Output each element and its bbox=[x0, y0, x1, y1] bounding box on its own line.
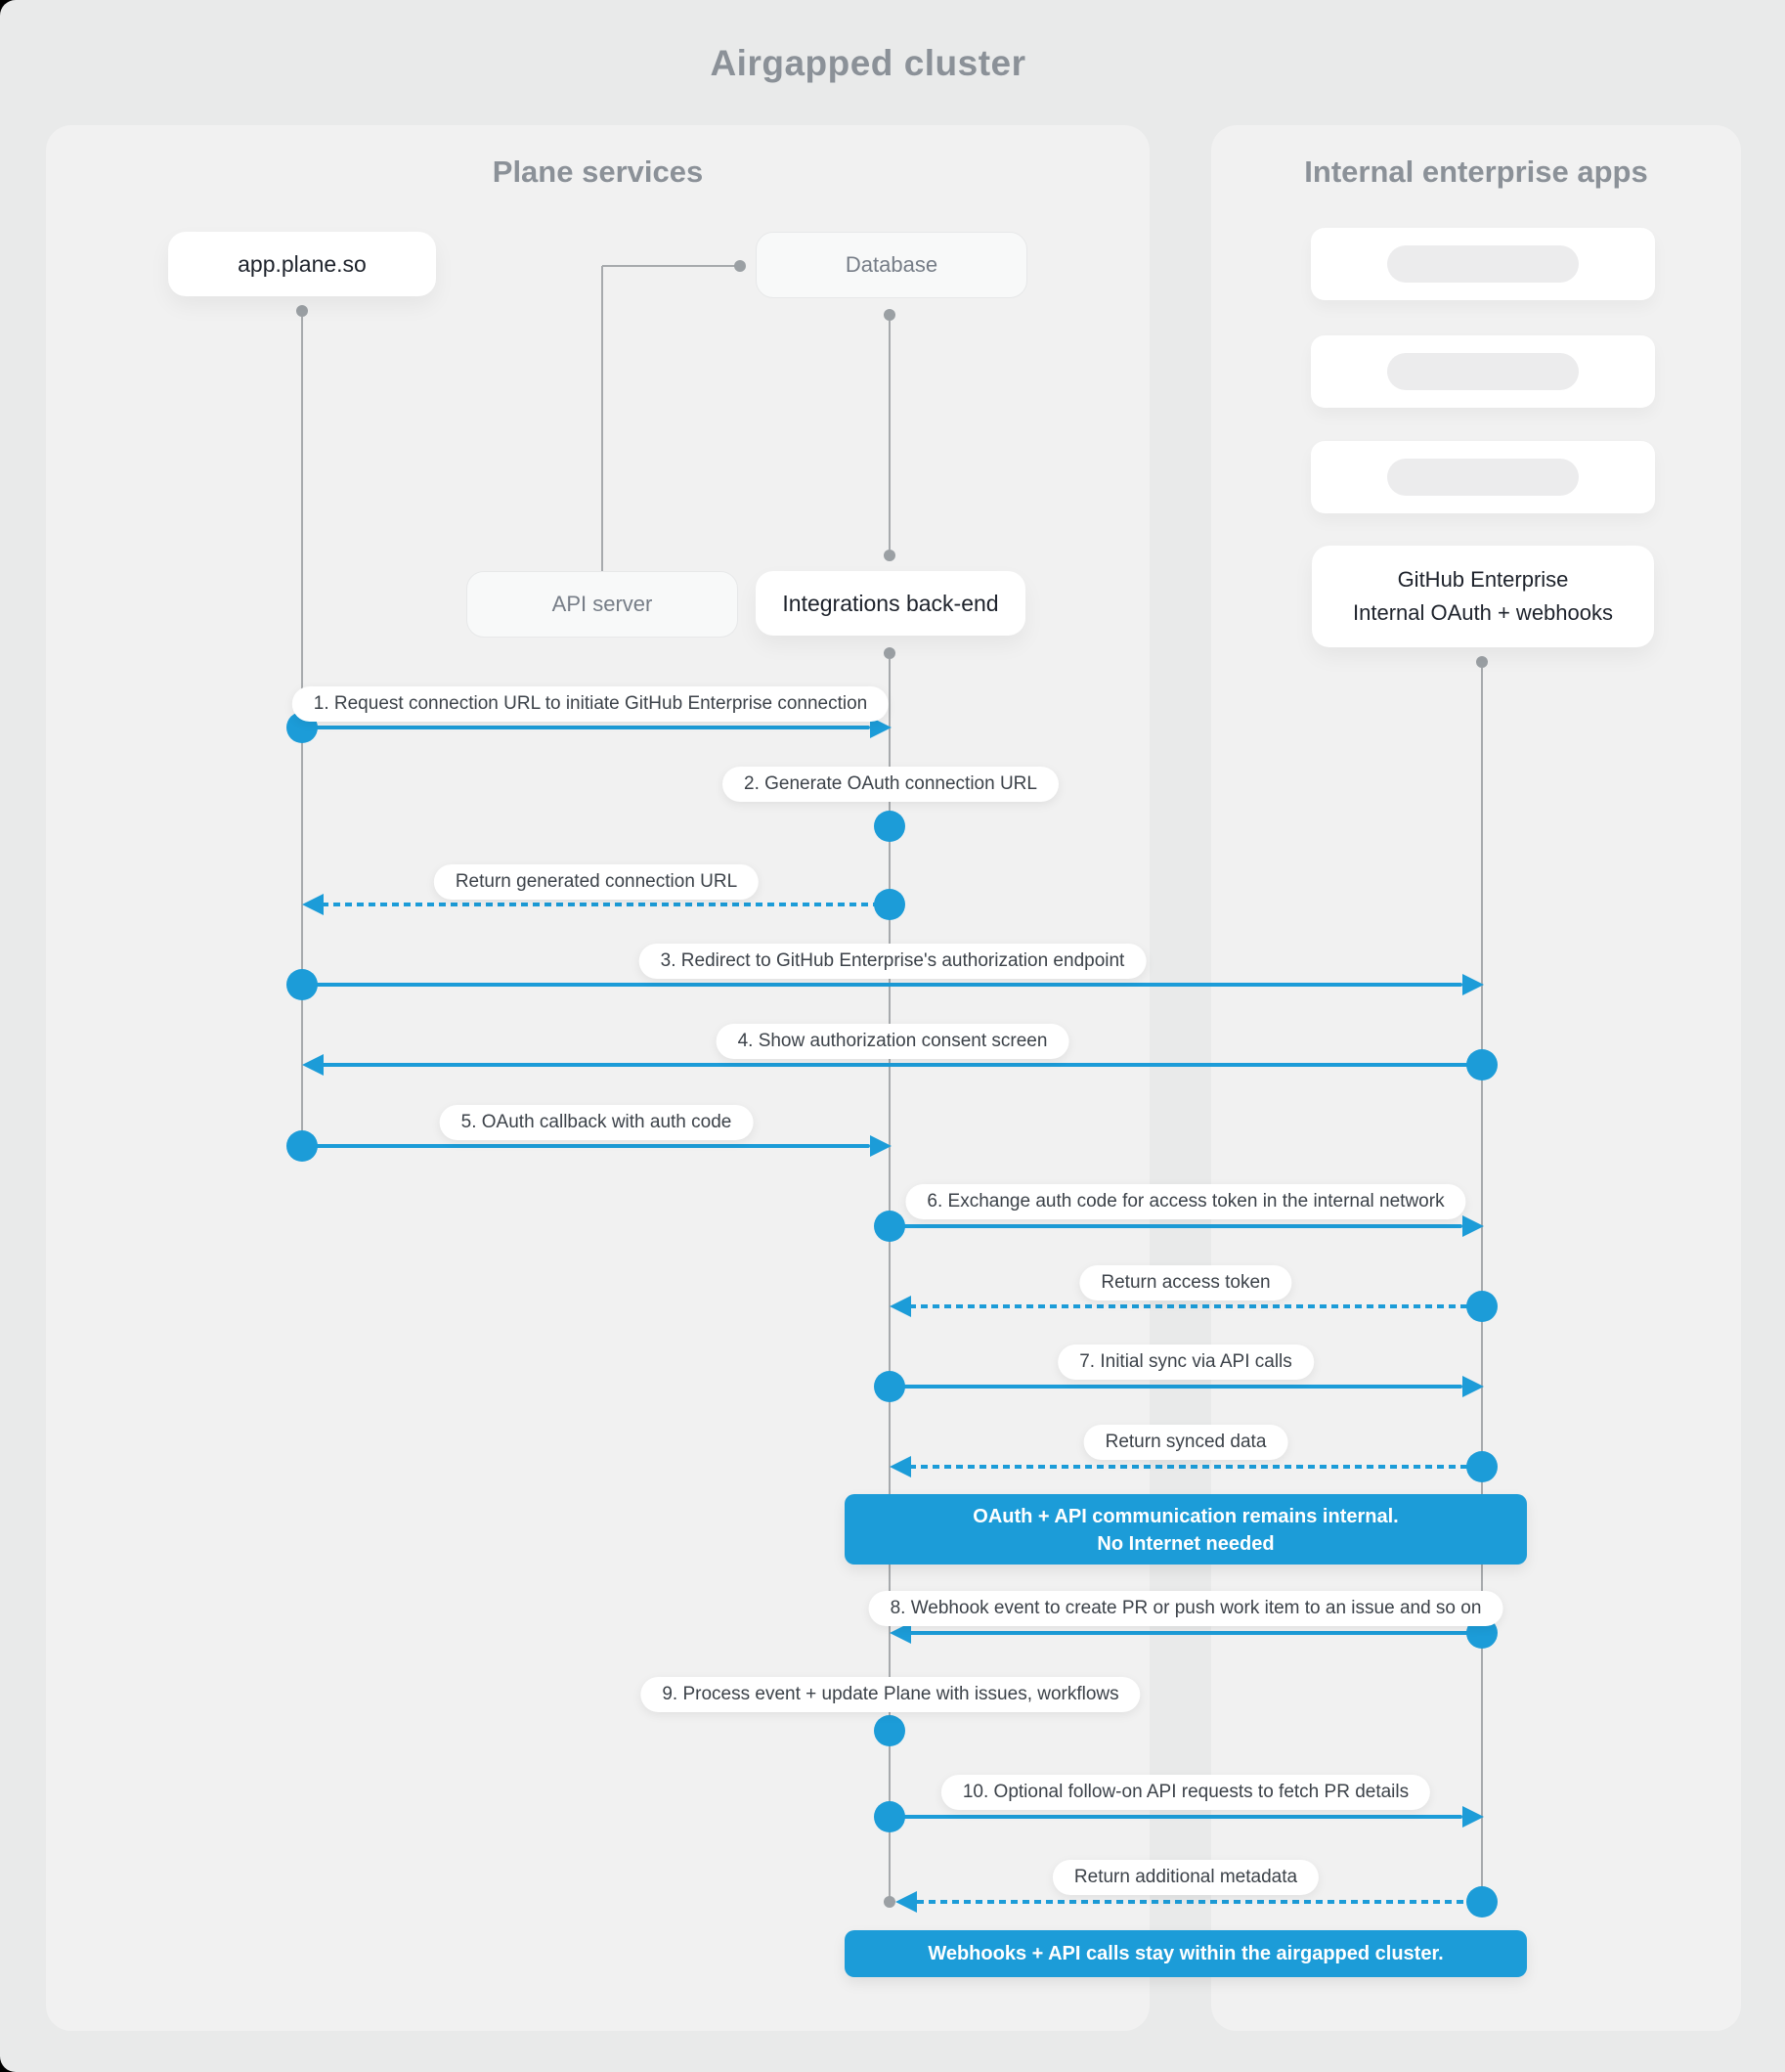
actor-app-plane-label: app.plane.so bbox=[238, 250, 367, 277]
message-origin-dot bbox=[286, 1130, 318, 1162]
arrowhead bbox=[890, 1622, 911, 1644]
message-label-9: 9. Process event + update Plane with iss… bbox=[640, 1677, 1141, 1712]
airgapped-note-banner: Webhooks + API calls stay within the air… bbox=[845, 1930, 1527, 1977]
connector-api-database-vertical bbox=[601, 266, 603, 571]
lifeline-dot bbox=[884, 647, 895, 659]
message-arrow-10 bbox=[890, 1815, 1462, 1819]
message-label-3: 3. Redirect to GitHub Enterprise's autho… bbox=[638, 944, 1147, 979]
lifeline-dot bbox=[1476, 656, 1488, 668]
actor-github-line1: GitHub Enterprise bbox=[1397, 567, 1569, 592]
message-label-6: 6. Exchange auth code for access token i… bbox=[905, 1184, 1466, 1219]
message-arrow-3 bbox=[302, 983, 1462, 987]
message-origin-dot bbox=[874, 889, 905, 920]
actor-app-plane: app.plane.so bbox=[168, 232, 436, 296]
placeholder-card bbox=[1311, 228, 1655, 300]
arrowhead bbox=[890, 1296, 911, 1317]
arrowhead bbox=[1462, 1376, 1484, 1397]
message-arrow-7 bbox=[890, 1385, 1462, 1389]
actor-api-server: API server bbox=[466, 571, 738, 638]
message-label-1: 1. Request connection URL to initiate Gi… bbox=[291, 686, 890, 722]
message-label-7: 7. Initial sync via API calls bbox=[1058, 1345, 1314, 1380]
message-return-arrow bbox=[322, 903, 890, 906]
arrowhead bbox=[870, 1135, 892, 1157]
message-label-return-3: Return synced data bbox=[1083, 1425, 1288, 1460]
arrowhead bbox=[302, 894, 324, 915]
internal-note-line2: No Internet needed bbox=[1097, 1533, 1275, 1555]
message-origin-dot bbox=[874, 1715, 905, 1746]
message-return-arrow bbox=[909, 1304, 1482, 1308]
lifeline-dot bbox=[296, 305, 308, 317]
placeholder-pill bbox=[1387, 353, 1579, 390]
actor-database: Database bbox=[756, 232, 1027, 298]
internal-note-line1: OAuth + API communication remains intern… bbox=[973, 1506, 1399, 1527]
message-return-arrow bbox=[917, 1900, 1482, 1904]
message-label-return-1: Return generated connection URL bbox=[433, 864, 760, 900]
arrowhead bbox=[890, 1456, 911, 1477]
arrowhead bbox=[1462, 1806, 1484, 1828]
message-origin-dot bbox=[874, 1211, 905, 1242]
actor-integrations-backend: Integrations back-end bbox=[756, 571, 1025, 636]
internal-note-banner: OAuth + API communication remains intern… bbox=[845, 1494, 1527, 1565]
message-arrow-1 bbox=[302, 726, 870, 729]
message-label-return-2: Return access token bbox=[1079, 1265, 1292, 1301]
message-label-2: 2. Generate OAuth connection URL bbox=[722, 767, 1059, 802]
actor-api-server-label: API server bbox=[551, 592, 653, 616]
connector-dot bbox=[734, 260, 746, 272]
lifeline-end-dot bbox=[884, 1896, 895, 1908]
message-arrow-4 bbox=[322, 1063, 1482, 1067]
arrowhead bbox=[870, 717, 892, 738]
lifeline-dot bbox=[884, 309, 895, 321]
internal-apps-heading: Internal enterprise apps bbox=[1304, 154, 1648, 189]
page-title: Airgapped cluster bbox=[710, 43, 1026, 83]
message-label-5: 5. OAuth callback with auth code bbox=[439, 1105, 754, 1140]
actor-github-line2: Internal OAuth + webhooks bbox=[1353, 600, 1613, 625]
placeholder-pill bbox=[1387, 245, 1579, 283]
arrowhead bbox=[895, 1891, 917, 1913]
arrowhead bbox=[302, 1054, 324, 1076]
message-origin-dot bbox=[1466, 1049, 1498, 1080]
placeholder-pill bbox=[1387, 459, 1579, 496]
message-origin-dot bbox=[874, 811, 905, 842]
lifeline-database bbox=[889, 321, 891, 550]
plane-services-heading: Plane services bbox=[492, 154, 704, 189]
message-return-arrow bbox=[909, 1465, 1482, 1469]
message-label-8: 8. Webhook event to create PR or push wo… bbox=[868, 1591, 1503, 1626]
actor-database-label: Database bbox=[845, 252, 938, 277]
plane-services-panel bbox=[46, 125, 1150, 2031]
message-label-10: 10. Optional follow-on API requests to f… bbox=[940, 1775, 1431, 1810]
message-label-4: 4. Show authorization consent screen bbox=[716, 1024, 1069, 1059]
message-arrow-6 bbox=[890, 1224, 1462, 1228]
lifeline-integrations bbox=[889, 659, 891, 1901]
message-label-return-4: Return additional metadata bbox=[1052, 1860, 1320, 1895]
lifeline-dot bbox=[884, 550, 895, 561]
message-origin-dot bbox=[874, 1371, 905, 1402]
message-origin-dot bbox=[1466, 1291, 1498, 1322]
placeholder-card bbox=[1311, 335, 1655, 408]
actor-github-enterprise: GitHub Enterprise Internal OAuth + webho… bbox=[1312, 546, 1654, 647]
connector-api-database-horizontal bbox=[602, 265, 735, 267]
arrowhead bbox=[1462, 974, 1484, 995]
message-origin-dot bbox=[1466, 1451, 1498, 1482]
placeholder-card bbox=[1311, 441, 1655, 513]
message-arrow-5 bbox=[302, 1144, 870, 1148]
message-origin-dot bbox=[1466, 1886, 1498, 1918]
arrowhead bbox=[1462, 1215, 1484, 1237]
lifeline-github bbox=[1481, 668, 1483, 1902]
message-origin-dot bbox=[874, 1801, 905, 1832]
actor-integrations-backend-label: Integrations back-end bbox=[782, 590, 999, 616]
message-origin-dot bbox=[286, 969, 318, 1000]
airgapped-note-text: Webhooks + API calls stay within the air… bbox=[928, 1943, 1444, 1964]
message-arrow-8 bbox=[909, 1631, 1482, 1635]
